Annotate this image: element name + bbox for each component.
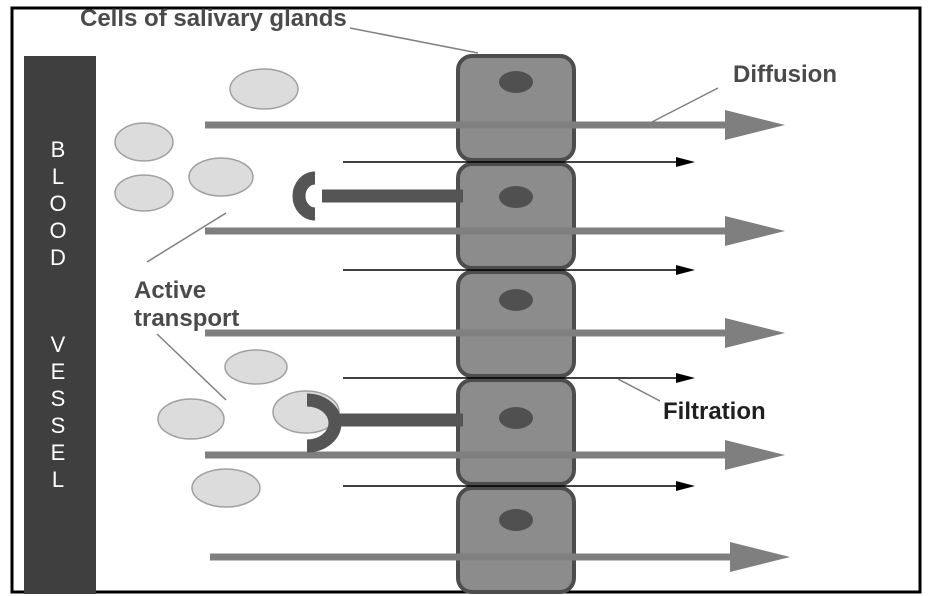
gland-cell <box>458 380 574 484</box>
vessel-letter: D <box>50 245 66 270</box>
gland-cell <box>458 164 574 268</box>
gland-cell <box>458 488 574 592</box>
particle <box>225 350 287 384</box>
vessel-letter: L <box>52 164 64 189</box>
vessel-letter: B <box>51 137 66 162</box>
cell-nucleus <box>499 509 533 531</box>
particle <box>115 123 173 161</box>
vessel-letter: O <box>49 218 66 243</box>
vessel-letter: O <box>49 191 66 216</box>
particle <box>230 69 298 109</box>
cells-label: Cells of salivary glands <box>80 5 347 32</box>
vessel-letter: E <box>51 359 66 384</box>
particle <box>115 175 173 211</box>
gland-cell <box>458 272 574 376</box>
particle <box>158 399 224 439</box>
active-transport-label-line1: Active <box>134 277 206 304</box>
vessel-letter: L <box>52 467 64 492</box>
filtration-label: Filtration <box>663 398 766 425</box>
diffusion-label: Diffusion <box>733 61 837 88</box>
cell-nucleus <box>499 71 533 93</box>
vessel-letter: S <box>51 386 66 411</box>
active-transport-label-line2: transport <box>134 305 239 332</box>
particle <box>189 158 253 196</box>
vessel-letter: S <box>51 413 66 438</box>
cell-nucleus <box>499 186 533 208</box>
cell-nucleus <box>499 407 533 429</box>
particle <box>192 469 260 507</box>
cell-nucleus <box>499 289 533 311</box>
vessel-letter: V <box>51 332 66 357</box>
vessel-letter: E <box>51 440 66 465</box>
